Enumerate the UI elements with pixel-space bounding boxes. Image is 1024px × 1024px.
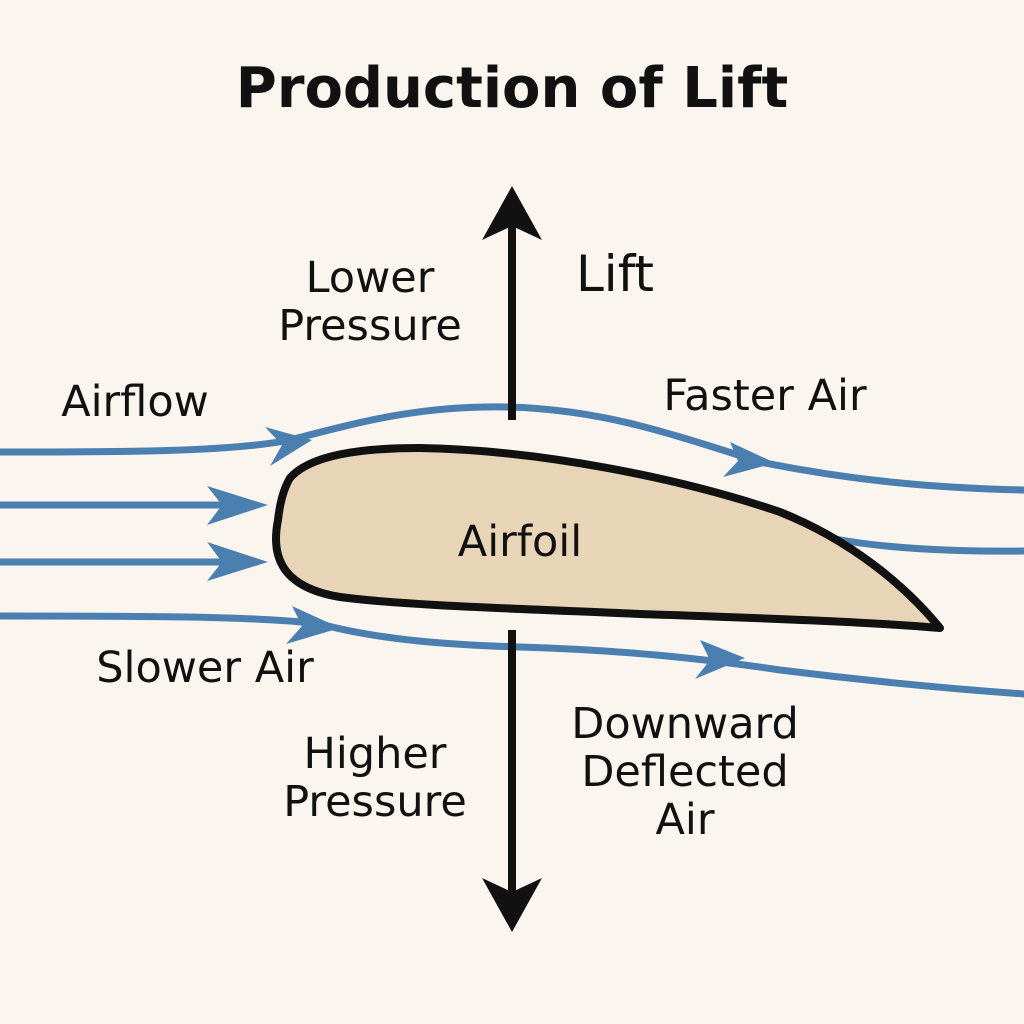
label-downward-deflected-air: Downward Deflected Air — [540, 699, 830, 846]
flow-arrowhead-lower-right — [695, 640, 745, 679]
label-downward-line1: Downward — [571, 699, 799, 749]
streamline-trailing — [826, 534, 1024, 555]
label-lower-pressure-line2: Pressure — [278, 301, 462, 352]
label-lift: Lift — [575, 245, 655, 303]
label-faster-air: Faster Air — [663, 371, 867, 421]
label-downward-line3: Air — [655, 795, 715, 846]
label-downward-line2: Deflected — [581, 747, 789, 798]
flow-arrowhead-upper-right — [723, 442, 775, 477]
label-higher-pressure-line1: Higher — [303, 729, 447, 779]
label-lower-pressure: Lower Pressure — [250, 254, 490, 350]
label-airflow: Airflow — [61, 377, 209, 427]
label-airfoil: Airfoil — [457, 517, 583, 567]
downward-arrow-icon — [482, 630, 542, 932]
airfoil-shape — [272, 444, 944, 632]
label-higher-pressure: Higher Pressure — [255, 730, 495, 826]
flow-arrowhead-mid-2 — [207, 542, 268, 581]
flow-arrowhead-lower — [286, 606, 340, 644]
flow-arrowhead-mid-1 — [207, 486, 268, 525]
streamline-lower — [0, 612, 1024, 698]
label-slower-air: Slower Air — [96, 643, 314, 693]
flow-arrowhead-upper — [265, 427, 312, 466]
diagram-title: Production of Lift — [235, 56, 789, 121]
label-lower-pressure-line1: Lower — [305, 253, 435, 303]
lift-arrow-icon — [482, 186, 542, 420]
label-higher-pressure-line2: Pressure — [283, 777, 467, 828]
